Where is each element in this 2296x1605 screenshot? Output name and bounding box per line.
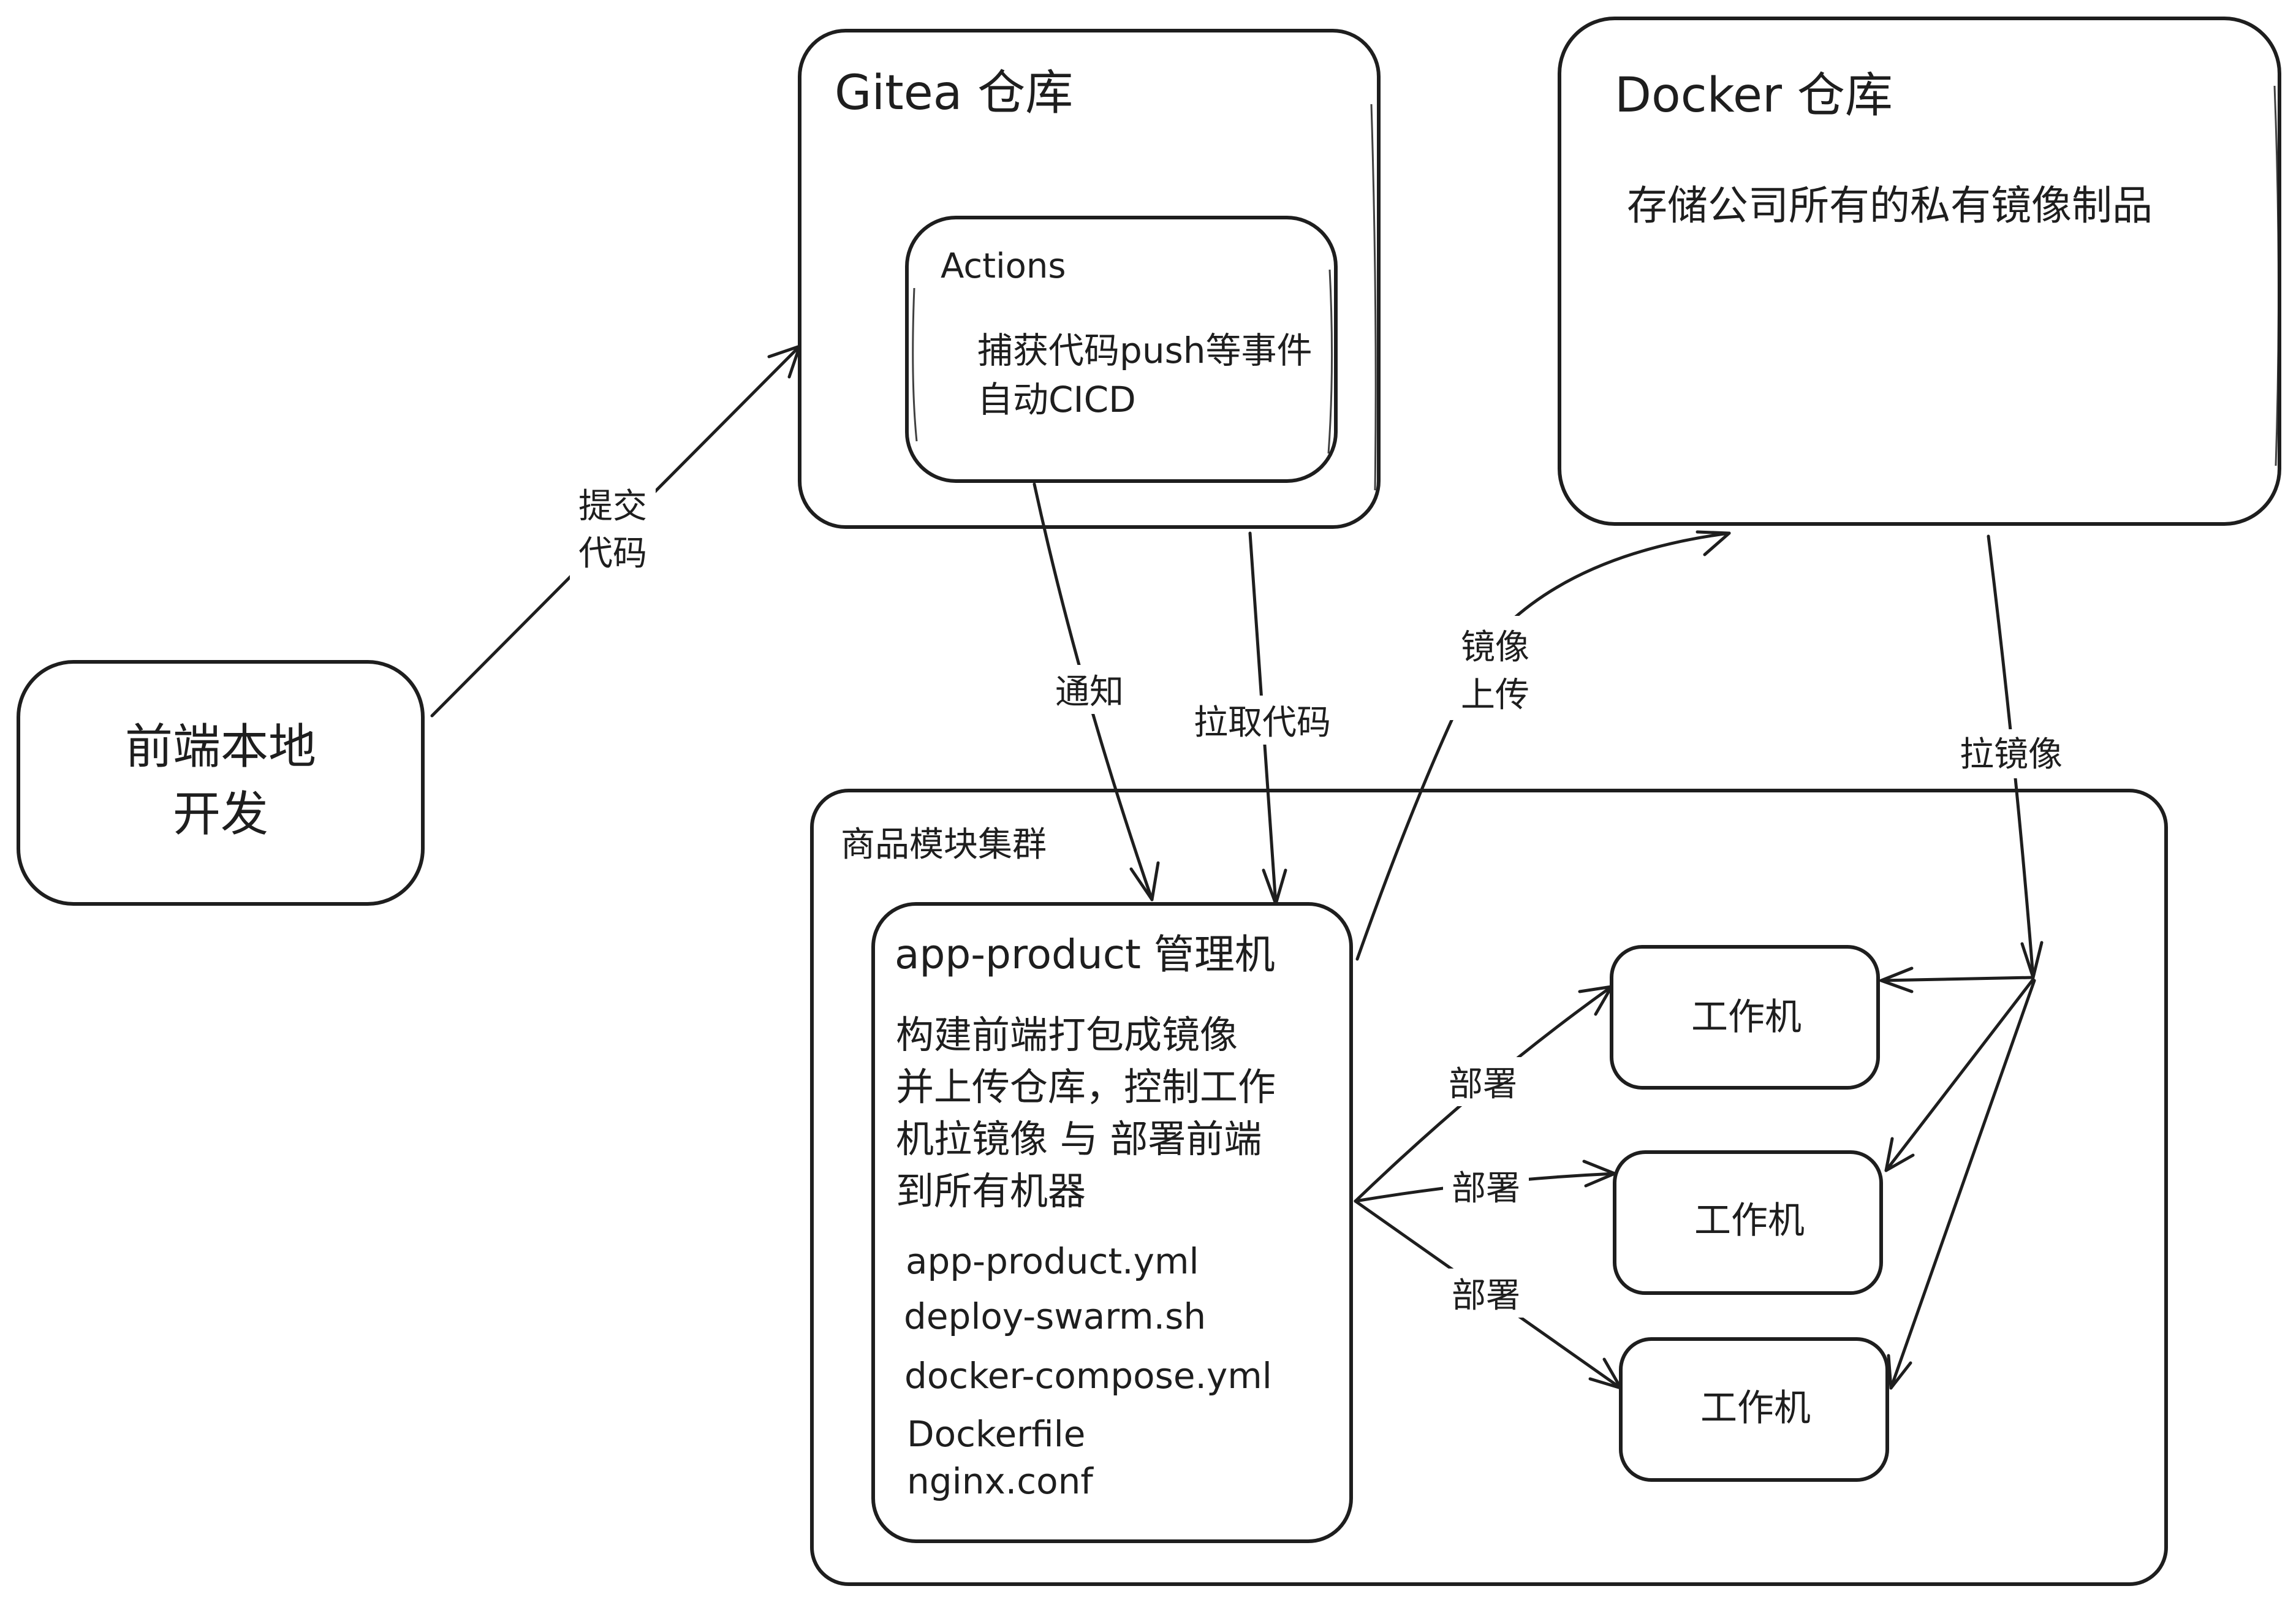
deploy-label-1: 部署 (1449, 1064, 1517, 1104)
deploy-edge-2: 部署 (1354, 1159, 1616, 1210)
deploy-label-2-bg (1443, 1161, 1529, 1210)
worker-node-2: 工作机 (1613, 1150, 1883, 1295)
manager-file-3: docker-compose.yml (904, 1355, 1272, 1397)
pull-image-label: 拉镜像 (1960, 735, 2063, 775)
commit-label-line1: 提交 (578, 487, 647, 526)
push-image-label-line1: 镜像 (1461, 628, 1529, 667)
manager-desc-line3: 机拉镜像 与 部署前端 (896, 1117, 1262, 1161)
local-dev-label-line2: 开发 (173, 787, 268, 842)
docker-box-sketch-stroke (2273, 85, 2280, 466)
actions-title: Actions (941, 246, 1066, 286)
gitea-box-sketch-stroke (1370, 104, 1377, 491)
worker-3-label: 工作机 (1700, 1387, 1811, 1430)
pull-code-label-bg (1186, 696, 1339, 745)
actions-box (905, 216, 1338, 483)
manager-file-2: deploy-swarm.sh (904, 1296, 1206, 1337)
gitea-box (798, 29, 1381, 529)
pull-code-edge: 拉取代码 (1186, 531, 1339, 906)
commit-label-bg (570, 475, 656, 582)
distribute-line-1 (1879, 976, 2035, 982)
commit-edge: 提交 代码 (430, 344, 801, 718)
local-dev-box (17, 660, 425, 906)
distribute-line-2 (1884, 977, 2035, 1172)
push-image-label-bg (1449, 616, 1541, 720)
cluster-node: 商品模块集群 (810, 789, 2168, 1586)
gitea-node: Gitea 仓库 (798, 29, 1381, 529)
deploy-label-3-bg (1443, 1269, 1529, 1318)
push-image-arrowhead (1695, 530, 1731, 556)
cluster-box (810, 789, 2168, 1586)
cluster-title: 商品模块集群 (841, 825, 1047, 865)
deploy-label-1-bg (1440, 1057, 1526, 1106)
deploy-edge-3: 部署 (1354, 1199, 1623, 1390)
deploy-edge-1: 部署 (1354, 985, 1613, 1203)
manager-file-5: nginx.conf (907, 1460, 1094, 1502)
actions-desc-line2: 自动CICD (977, 379, 1136, 420)
deploy-label-2: 部署 (1452, 1169, 1520, 1208)
notify-label: 通知 (1055, 672, 1124, 712)
worker-2-label: 工作机 (1694, 1199, 1805, 1242)
pull-image-label-bg (1952, 729, 2074, 778)
pull-image-distribution (1879, 966, 2036, 1390)
distribute-line-3 (1889, 979, 2036, 1390)
deploy-label-3: 部署 (1452, 1276, 1520, 1316)
distribute-arrowhead-1 (1879, 966, 1914, 993)
docker-title: Docker 仓库 (1615, 68, 1893, 123)
push-image-edge: 镜像 上传 (1355, 530, 1731, 961)
actions-desc-line1: 捕获代码push等事件 (977, 330, 1313, 371)
commit-label-line2: 代码 (578, 534, 647, 574)
worker-1-label: 工作机 (1691, 996, 1802, 1039)
pull-code-arrowhead (1262, 868, 1287, 906)
notify-edge: 通知 (1032, 482, 1160, 901)
worker-3-box (1619, 1337, 1889, 1482)
notify-arrowhead (1129, 861, 1160, 901)
push-image-label-line2: 上传 (1461, 675, 1529, 715)
docker-registry-node: Docker 仓库 存储公司所有的私有镜像制品 (1558, 17, 2281, 526)
manager-file-1: app-product.yml (906, 1240, 1199, 1282)
deploy-arrowhead-1 (1578, 985, 1613, 1016)
worker-2-box (1613, 1150, 1883, 1295)
manager-file-4: Dockerfile (907, 1413, 1085, 1455)
deploy-arrowhead-3 (1588, 1357, 1623, 1390)
local-dev-label-line1: 前端本地 (125, 719, 316, 775)
pull-image-edge: 拉镜像 (1952, 534, 2074, 979)
distribute-arrowhead-2 (1884, 1137, 1915, 1172)
actions-node: Actions 捕获代码push等事件 自动CICD (905, 216, 1338, 483)
manager-desc-line2: 并上传仓库，控制工作 (896, 1064, 1276, 1109)
manager-desc-line4: 到所有机器 (896, 1169, 1086, 1213)
worker-node-3: 工作机 (1619, 1337, 1889, 1482)
worker-1-box (1610, 945, 1880, 1090)
local-dev-node: 前端本地 开发 (17, 660, 425, 906)
docker-desc: 存储公司所有的私有镜像制品 (1627, 182, 2153, 229)
manager-title: app-product 管理机 (895, 931, 1275, 978)
distribute-arrowhead-3 (1887, 1354, 1912, 1390)
manager-node: app-product 管理机 构建前端打包成镜像 并上传仓库，控制工作 机拉镜… (871, 902, 1353, 1543)
manager-box (871, 902, 1353, 1543)
manager-desc-line1: 构建前端打包成镜像 (896, 1012, 1238, 1057)
gitea-title: Gitea 仓库 (835, 66, 1073, 121)
docker-box (1558, 17, 2281, 526)
notify-label-bg (1045, 665, 1137, 714)
pull-code-label: 拉取代码 (1194, 703, 1331, 743)
actions-box-sketch-stroke (912, 269, 1333, 454)
push-image-line (1355, 531, 1731, 961)
worker-node-1: 工作机 (1610, 945, 1880, 1090)
commit-arrowhead (767, 344, 801, 379)
deploy-arrowhead-2 (1582, 1159, 1616, 1188)
